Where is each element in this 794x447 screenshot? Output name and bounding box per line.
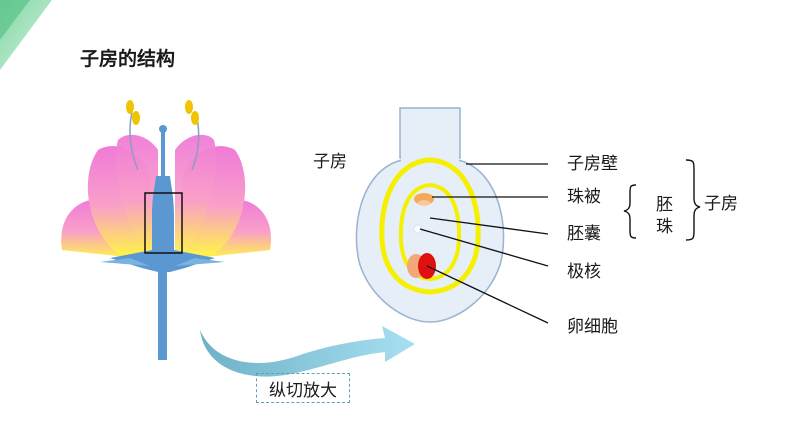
label-ovary-wall: 子房壁 — [567, 154, 618, 174]
label-integument: 珠被 — [567, 187, 601, 207]
flower-illustration — [61, 100, 272, 360]
label-ovule-bottom: 珠 — [656, 217, 673, 237]
label-polar-nuclei: 极核 — [567, 262, 601, 282]
page-title: 子房的结构 — [80, 48, 176, 70]
corner-accent — [0, 0, 52, 70]
braces — [623, 159, 701, 241]
label-egg-cell: 卵细胞 — [567, 317, 618, 337]
label-embryo-sac: 胚囊 — [567, 224, 601, 244]
label-ovary-right: 子房 — [704, 194, 738, 214]
enlarge-arrow — [200, 326, 415, 377]
label-ovule-top: 胚 — [656, 195, 673, 215]
caption-text: 纵切放大 — [269, 380, 337, 401]
caption-box: 纵切放大 — [256, 373, 350, 403]
label-ovary-left: 子房 — [313, 152, 347, 172]
ovary-section — [355, 107, 505, 323]
leader-lines — [419, 163, 549, 324]
